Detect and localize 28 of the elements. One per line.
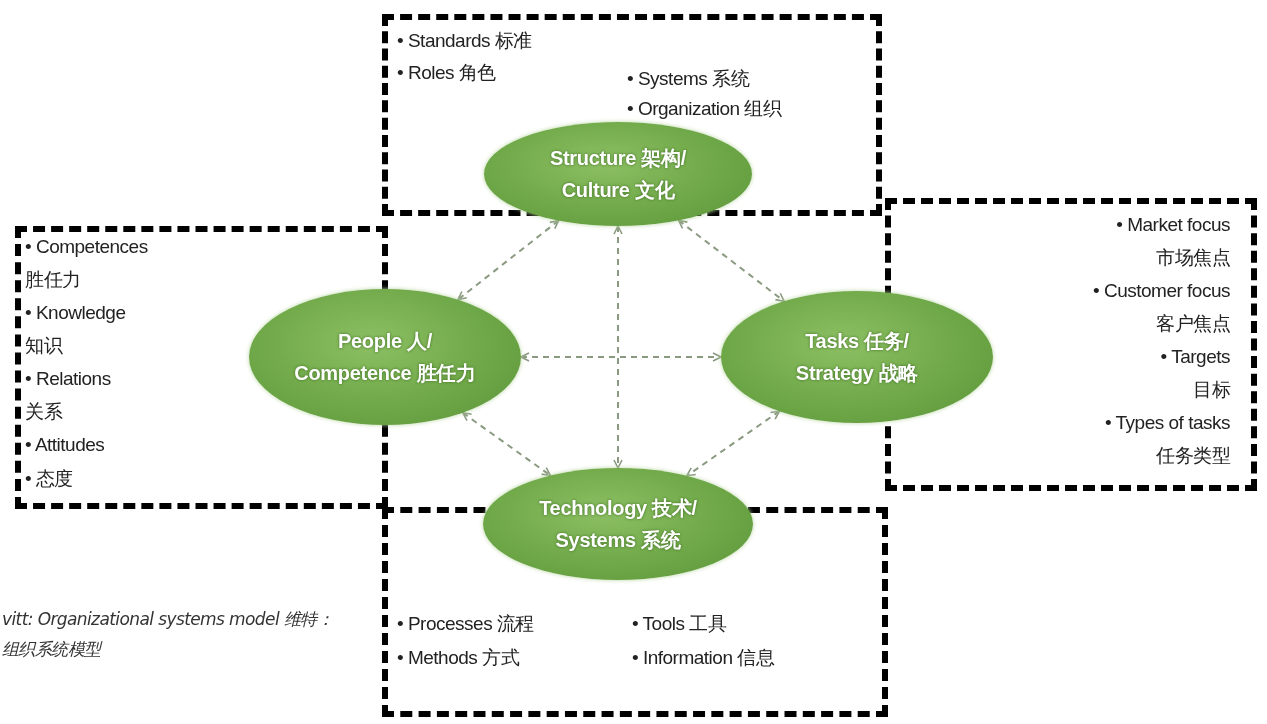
double-arrow [520, 352, 722, 362]
bullet-item: • Market focus 市场焦点 [1115, 213, 1230, 270]
bullet-item: • 态度 [25, 467, 74, 491]
node-label: Structure 架构/ Culture 文化 [548, 146, 688, 203]
bullet-item: • Methods 方式 [397, 646, 521, 670]
bullet-item: • Processes 流程 [397, 612, 535, 636]
double-arrow [461, 411, 552, 477]
bullet-item: • Systems 系统 [627, 67, 751, 91]
node-label: People 人/ Competence 胜任力 [293, 329, 477, 386]
node-label: Technology 技术/ Systems 系统 [538, 496, 698, 553]
bullet-item: • Customer focus 客户焦点 [1092, 279, 1230, 336]
caption: vitt: Organizational systems model 维特：组织系统模型 [2, 608, 335, 661]
double-arrow [613, 225, 623, 469]
bullet-item: • Roles 角色 [397, 61, 497, 85]
double-arrow [685, 410, 781, 477]
bullet-item: • Knowledge 知识 [25, 301, 127, 358]
double-arrow [677, 219, 786, 303]
node-label: Tasks 任务/ Strategy 战略 [794, 329, 920, 386]
bullet-item: • Relations 关系 [25, 367, 112, 424]
bullet-item: • Organization 组织 [627, 97, 783, 121]
bullet-item: • Standards 标准 [397, 29, 533, 53]
bullet-item: • Tools 工具 [632, 612, 728, 636]
bullet-item: • Targets 目标 [1159, 345, 1230, 402]
bullet-item: • Competences 胜任力 [25, 235, 149, 292]
double-arrow [457, 219, 560, 301]
bullet-item: • Types of tasks 任务类型 [1103, 411, 1230, 468]
bullet-item: • Attitudes [25, 433, 106, 457]
bullet-item: • Information 信息 [632, 646, 776, 670]
